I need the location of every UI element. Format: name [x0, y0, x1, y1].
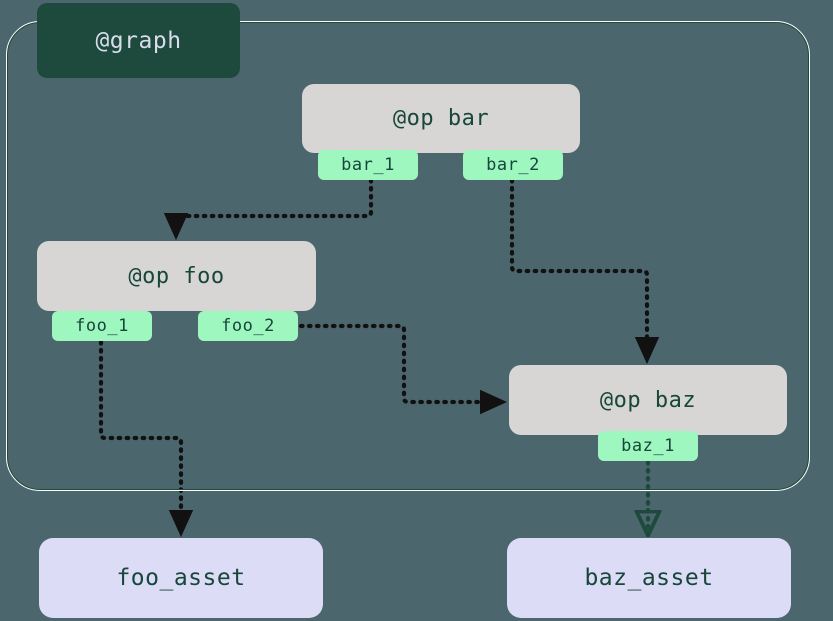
output-chip-bar-2[interactable]: bar_2 [463, 150, 563, 180]
output-chip-baz-1[interactable]: baz_1 [598, 431, 698, 461]
op-node-baz[interactable]: @op baz [509, 365, 787, 435]
asset-node-baz-asset[interactable]: baz_asset [507, 538, 791, 618]
output-chip-bar-1[interactable]: bar_1 [318, 150, 418, 180]
graph-label: @graph [37, 3, 240, 78]
output-chip-foo-2[interactable]: foo_2 [198, 311, 298, 341]
output-chip-foo-1[interactable]: foo_1 [52, 311, 152, 341]
op-node-bar[interactable]: @op bar [302, 84, 580, 153]
op-node-foo[interactable]: @op foo [37, 241, 316, 311]
asset-node-foo-asset[interactable]: foo_asset [39, 538, 323, 618]
graph-container [6, 21, 810, 491]
